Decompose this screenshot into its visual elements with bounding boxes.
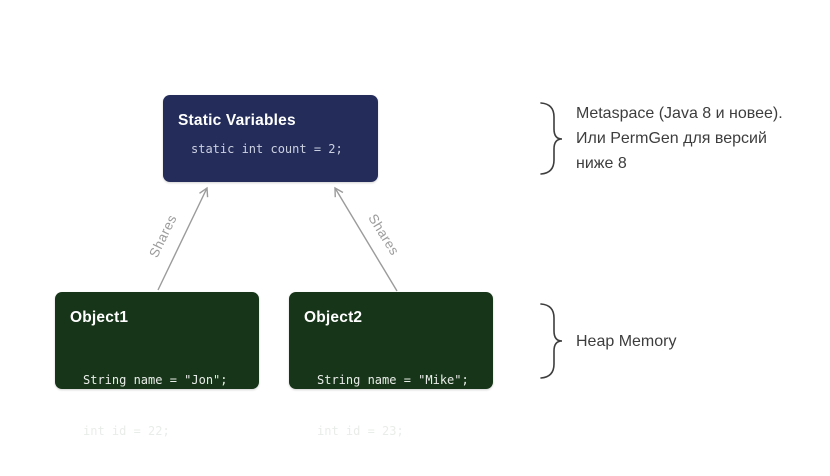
static-variables-title: Static Variables <box>178 112 296 129</box>
metaspace-brace <box>540 102 563 175</box>
shares-label-left: Shares <box>146 212 180 260</box>
object2-box: Object2 String name = "Mike"; int id = 2… <box>289 292 493 438</box>
heap-annotation: Heap Memory <box>576 333 677 350</box>
object2-title: Object2 <box>304 309 363 326</box>
metaspace-annotation-line2: Или PermGen для версий <box>576 130 767 147</box>
static-variables-code: static int count = 2; <box>191 142 343 156</box>
metaspace-annotation-line1: Metaspace (Java 8 и новее). <box>576 105 783 122</box>
heap-brace <box>540 303 563 379</box>
object1-code-line2: int id = 22; <box>83 424 170 438</box>
object1-box: Object1 String name = "Jon"; int id = 22… <box>55 292 259 438</box>
shares-arrow-right <box>334 186 398 292</box>
object2-code-line1: String name = "Mike"; <box>317 373 469 387</box>
shares-label-right: Shares <box>365 211 402 258</box>
object1-code-line1: String name = "Jon"; <box>83 373 228 387</box>
shares-arrow-left <box>157 186 209 291</box>
object1-title: Object1 <box>70 309 129 326</box>
object2-code: String name = "Mike"; int id = 23; <box>317 338 469 474</box>
static-variables-box: Static Variables static int count = 2; <box>163 95 378 182</box>
metaspace-annotation: Metaspace (Java 8 и новее). Или PermGen … <box>576 101 783 176</box>
object2-code-line2: int id = 23; <box>317 424 404 438</box>
metaspace-annotation-line3: ниже 8 <box>576 155 627 172</box>
object1-code: String name = "Jon"; int id = 22; <box>83 338 228 474</box>
